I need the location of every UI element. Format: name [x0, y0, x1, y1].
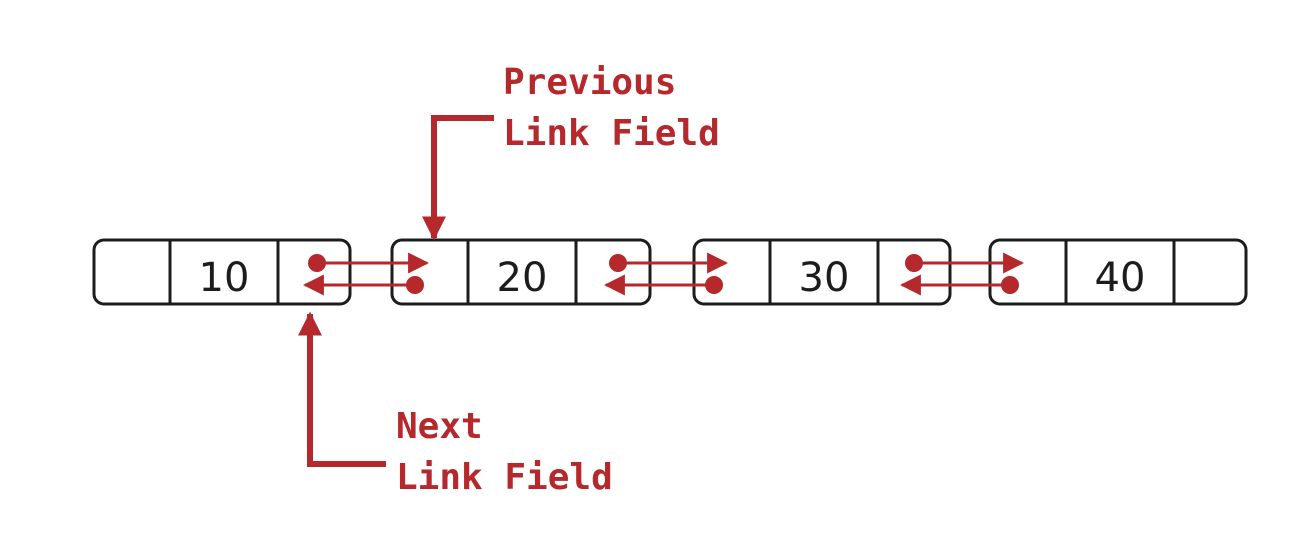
next-link-pointer: [298, 311, 386, 467]
node-box: [92, 238, 352, 306]
next-link-label-line1: Next: [396, 406, 483, 447]
previous-link-label-line1: Previous: [503, 62, 676, 103]
previous-link-pointer: [422, 115, 494, 241]
node-value: 10: [199, 255, 250, 301]
node-box: [988, 238, 1248, 306]
link-pair: [302, 252, 430, 296]
node-value: 40: [1095, 255, 1146, 301]
next-link-callout: Next Link Field: [298, 311, 613, 498]
next-link-label-line2: Link Field: [396, 457, 613, 498]
link-pair: [603, 252, 729, 296]
list-node: 20: [390, 238, 652, 306]
list-node: 40: [988, 238, 1248, 306]
list-node: 10: [92, 238, 352, 306]
previous-link-label-line2: Link Field: [503, 113, 720, 154]
node-value: 20: [497, 255, 548, 301]
list-node: 30: [692, 238, 952, 306]
previous-link-callout: Previous Link Field: [422, 62, 720, 241]
link-pair: [899, 252, 1025, 296]
node-box: [692, 238, 952, 306]
node-value: 30: [799, 255, 850, 301]
node-box: [390, 238, 652, 306]
